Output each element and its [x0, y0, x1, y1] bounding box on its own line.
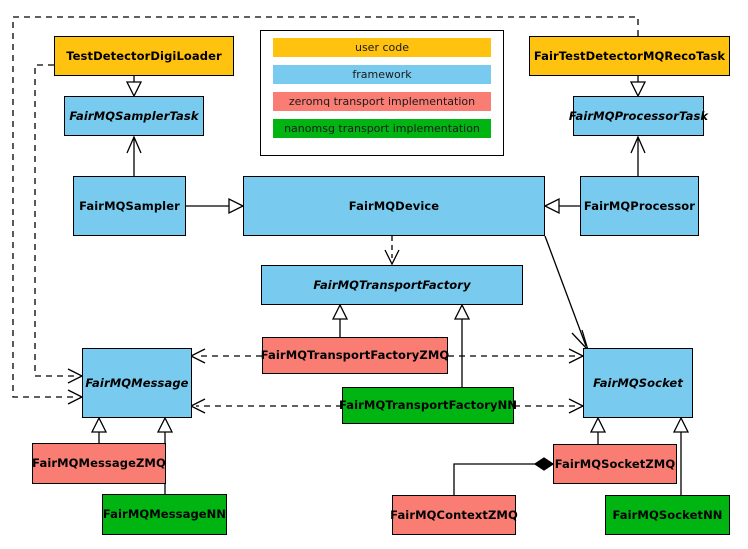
edge-generalization-sampler-device	[186, 197, 245, 215]
class-box-fairmqtransportfactory[interactable]: FairMQTransportFactory	[261, 265, 523, 305]
edge-generalization-recotask-processortask	[629, 76, 647, 98]
legend-label: zeromq transport implementation	[288, 95, 476, 108]
edge-dependency-factorynn-socket	[514, 398, 585, 414]
edge-composition-socketzmq-contextzmq	[453, 457, 555, 495]
class-label: FairMQSocket	[593, 375, 683, 390]
legend-item-nanomsg: nanomsg transport implementation	[273, 119, 491, 138]
legend-item-user-code: user code	[273, 38, 491, 57]
class-label: TestDetectorDigiLoader	[66, 48, 222, 63]
class-box-fairmqtransportfactorynn[interactable]: FairMQTransportFactoryNN	[338, 387, 518, 424]
class-label: FairMQProcessor	[583, 198, 696, 213]
edge-dependency-factoryzmq-message	[189, 348, 262, 364]
class-box-fairmqcontextzmq[interactable]: FairMQContextZMQ	[390, 495, 518, 535]
class-box-fairmqmessagenn[interactable]: FairMQMessageNN	[102, 494, 227, 535]
class-box-fairmqsocketnn[interactable]: FairMQSocketNN	[605, 495, 730, 535]
edge-generalization-socketzmq-socket	[589, 416, 607, 444]
edge-generalization-digiloader-samplertask	[125, 76, 143, 98]
class-label: FairMQSamplerTask	[69, 108, 199, 123]
edge-association-processor-processortask	[630, 135, 646, 176]
class-label: FairTestDetectorMQRecoTask	[533, 48, 726, 63]
class-label: FairMQMessage	[85, 375, 189, 390]
class-label: FairMQMessageZMQ	[32, 456, 166, 471]
class-box-fairmqprocessor[interactable]: FairMQProcessor	[580, 176, 699, 236]
legend-panel: user code framework zeromq transport imp…	[260, 30, 504, 156]
legend-label: framework	[352, 68, 412, 81]
edge-dependency-device-transportfactory	[384, 236, 400, 266]
legend-label: nanomsg transport implementation	[284, 122, 480, 135]
edge-generalization-processor-device	[543, 197, 580, 215]
class-label: FairMQContextZMQ	[390, 507, 518, 522]
class-box-fairtestdetectormqrecotask[interactable]: FairTestDetectorMQRecoTask	[529, 36, 730, 76]
class-box-fairmqdevice[interactable]: FairMQDevice	[243, 176, 545, 236]
legend-item-framework: framework	[273, 65, 491, 84]
class-box-fairmqsocket[interactable]: FairMQSocket	[583, 348, 693, 418]
edge-generalization-factoryzmq-factory	[331, 303, 349, 337]
class-box-fairmqprocessortask[interactable]: FairMQProcessorTask	[569, 96, 708, 136]
class-box-fairmqtransportfactoryzmq[interactable]: FairMQTransportFactoryZMQ	[260, 337, 450, 374]
class-label: FairMQSocketZMQ	[554, 456, 676, 471]
class-label: FairMQSocketNN	[612, 507, 723, 522]
class-label: FairMQTransportFactory	[313, 277, 471, 292]
edge-association-device-socket	[544, 235, 589, 351]
class-label: FairMQTransportFactoryZMQ	[260, 348, 450, 363]
class-box-fairmqsampler[interactable]: FairMQSampler	[73, 176, 186, 236]
class-label: FairMQTransportFactoryNN	[338, 398, 518, 413]
edge-dependency-factoryzmq-socket	[448, 348, 585, 364]
class-label: FairMQSampler	[79, 198, 180, 213]
edge-association-sampler-samplertask	[126, 135, 142, 176]
edge-generalization-messagezmq-message	[90, 416, 108, 443]
edge-generalization-factorynn-factory	[453, 303, 471, 387]
legend-label: user code	[354, 41, 410, 54]
class-box-testdetectordigiloader[interactable]: TestDetectorDigiLoader	[54, 36, 234, 76]
edge-dependency-factorynn-message	[189, 398, 342, 414]
class-label: FairMQProcessorTask	[568, 108, 709, 123]
class-box-fairmqsamplertask[interactable]: FairMQSamplerTask	[64, 96, 204, 136]
class-label: FairMQMessageNN	[102, 507, 227, 522]
class-box-fairmqmessage[interactable]: FairMQMessage	[82, 348, 192, 418]
class-label: FairMQDevice	[348, 198, 440, 213]
legend-item-zeromq: zeromq transport implementation	[273, 92, 491, 111]
class-box-fairmqmessagezmq[interactable]: FairMQMessageZMQ	[32, 443, 166, 484]
class-box-fairmqsocketzmq[interactable]: FairMQSocketZMQ	[553, 444, 677, 484]
